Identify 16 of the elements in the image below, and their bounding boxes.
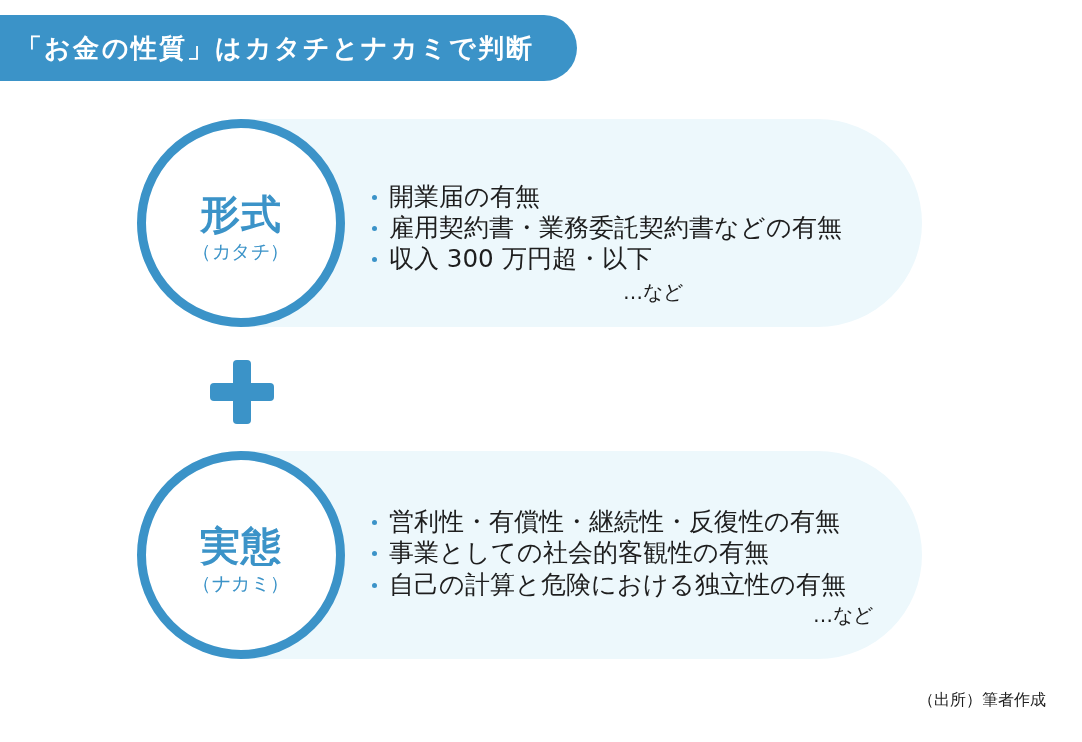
note-text: …など xyxy=(813,603,873,627)
list-item: 雇用契約書・業務委託契約書などの有無 xyxy=(389,212,842,244)
circle-subheading: （ナカミ） xyxy=(192,571,290,594)
circle-heading: 形式 xyxy=(200,191,282,237)
circle-subheading: （カタチ） xyxy=(192,239,290,262)
list-item: 自己の計算と危険における独立性の有無 xyxy=(389,569,846,601)
circle-heading: 実態 xyxy=(200,523,282,569)
list-item: 事業としての社会的客観性の有無 xyxy=(389,537,769,569)
list-item: 収入 300 万円超・以下 xyxy=(389,243,652,275)
note-text: …など xyxy=(623,280,683,304)
title-banner: 「お金の性質」はカタチとナカミで判断 xyxy=(0,15,577,81)
list-item: 開業届の有無 xyxy=(389,181,540,213)
circle-node xyxy=(137,451,345,659)
list-item: 営利性・有償性・継続性・反復性の有無 xyxy=(389,506,840,538)
circle-node xyxy=(137,119,345,327)
caption: （出所）筆者作成 xyxy=(918,691,1046,709)
